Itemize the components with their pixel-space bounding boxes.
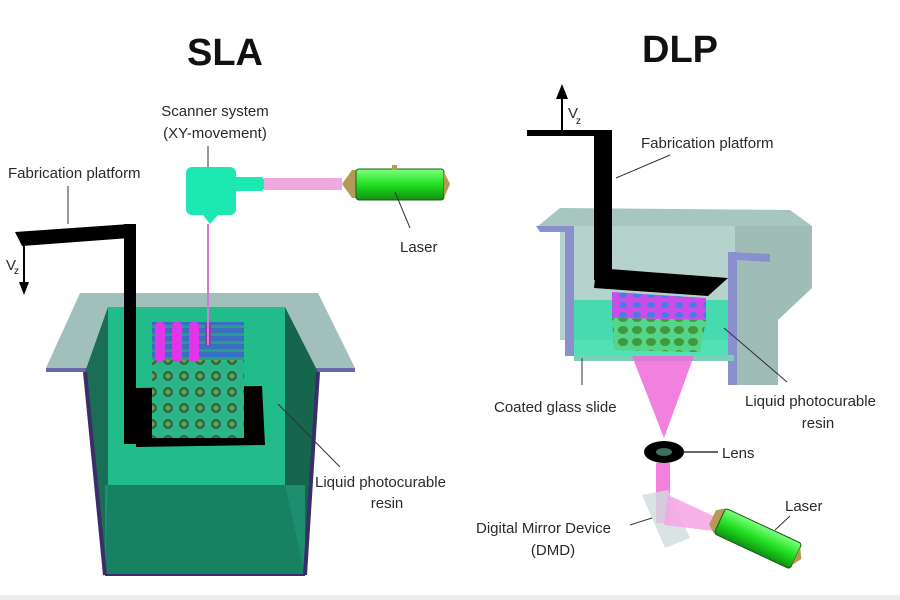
sla-panel: SLA V z	[6, 32, 450, 576]
dlp-beam-cone	[632, 356, 694, 438]
dlp-vat-right-lip	[728, 252, 770, 262]
dlp-title: DLP	[642, 29, 718, 71]
dlp-lens-center	[656, 448, 672, 456]
dlp-laser-body	[714, 508, 802, 569]
dlp-laser-tip	[709, 508, 726, 534]
dlp-dmd-label-2: (DMD)	[531, 542, 575, 559]
dlp-vat-right-block	[735, 226, 812, 385]
sla-laser-leader	[394, 191, 411, 229]
sla-vat-right-edge	[303, 371, 320, 576]
sla-printed-part-body	[152, 360, 244, 438]
sla-velocity-label: V	[6, 257, 16, 274]
dlp-cured-layers	[612, 292, 706, 320]
dlp-dmd-leader	[629, 517, 653, 526]
sla-vat-left-edge	[83, 371, 107, 576]
sla-platform-arm	[15, 224, 130, 246]
dlp-printed-part	[612, 318, 706, 352]
dlp-dmd-label-1: Digital Mirror Device	[476, 520, 611, 537]
sla-scanner-label-1: Scanner system	[161, 103, 269, 120]
dlp-velocity-sub: z	[576, 116, 581, 127]
dlp-vat-right-wall	[728, 252, 737, 385]
dlp-platform-label: Fabrication platform	[641, 135, 774, 152]
dlp-glass-label: Coated glass slide	[494, 399, 617, 416]
sla-resin-leader	[277, 403, 341, 468]
dlp-resin-leader	[723, 327, 788, 383]
dlp-panel: DLP V z	[476, 29, 876, 569]
dlp-vat-left-lip	[536, 226, 574, 232]
dlp-velocity-arrowhead	[556, 84, 568, 99]
dlp-laser-label: Laser	[785, 498, 823, 515]
dlp-velocity-label: V	[568, 105, 578, 122]
dlp-laser	[709, 508, 802, 569]
sla-velocity-arrowhead	[19, 282, 29, 295]
dlp-laser-end	[791, 547, 802, 566]
sla-cured-pillar-3	[189, 322, 199, 362]
sla-scanner-tip	[203, 215, 218, 224]
sla-laser-tip	[342, 170, 357, 198]
sla-laser-label: Laser	[400, 239, 438, 256]
dlp-beam-to-laser	[664, 495, 718, 531]
bottom-bar	[0, 595, 900, 600]
sla-laser-body	[355, 168, 445, 201]
dlp-platform-arm	[527, 130, 612, 136]
dlp-laser-leader	[774, 515, 791, 531]
sla-cured-pillar-2	[172, 322, 182, 362]
dlp-lens-label: Lens	[722, 445, 755, 462]
dlp-platform-post	[594, 130, 612, 280]
dlp-platform-plate	[594, 268, 728, 296]
sla-laser-beam-horizontal	[264, 178, 342, 190]
dlp-resin-label-2: resin	[802, 415, 835, 432]
sla-vat-left-wall	[85, 307, 108, 575]
sla-scanner-label-2: (XY-movement)	[163, 125, 267, 142]
sla-resin-label-1: Liquid photocurable	[315, 474, 446, 491]
sla-laser-end	[444, 172, 450, 198]
sla-vat-floor	[105, 485, 305, 575]
sla-platform-label: Fabrication platform	[8, 165, 141, 182]
sla-scanner-nozzle	[234, 177, 264, 191]
sla-cured-pillar-1	[155, 322, 165, 362]
sla-scanner-body	[186, 167, 236, 215]
dlp-vat-back	[538, 208, 812, 226]
dlp-platform-leader	[615, 154, 671, 179]
sla-platform-post	[124, 224, 136, 444]
sla-title: SLA	[187, 32, 263, 74]
sla-velocity-sub: z	[14, 266, 19, 277]
sla-laser-knob	[392, 165, 397, 170]
sla-resin-label-2: resin	[371, 495, 404, 512]
dlp-resin-label-1: Liquid photocurable	[745, 393, 876, 410]
dlp-vat-left-wall	[565, 226, 574, 356]
